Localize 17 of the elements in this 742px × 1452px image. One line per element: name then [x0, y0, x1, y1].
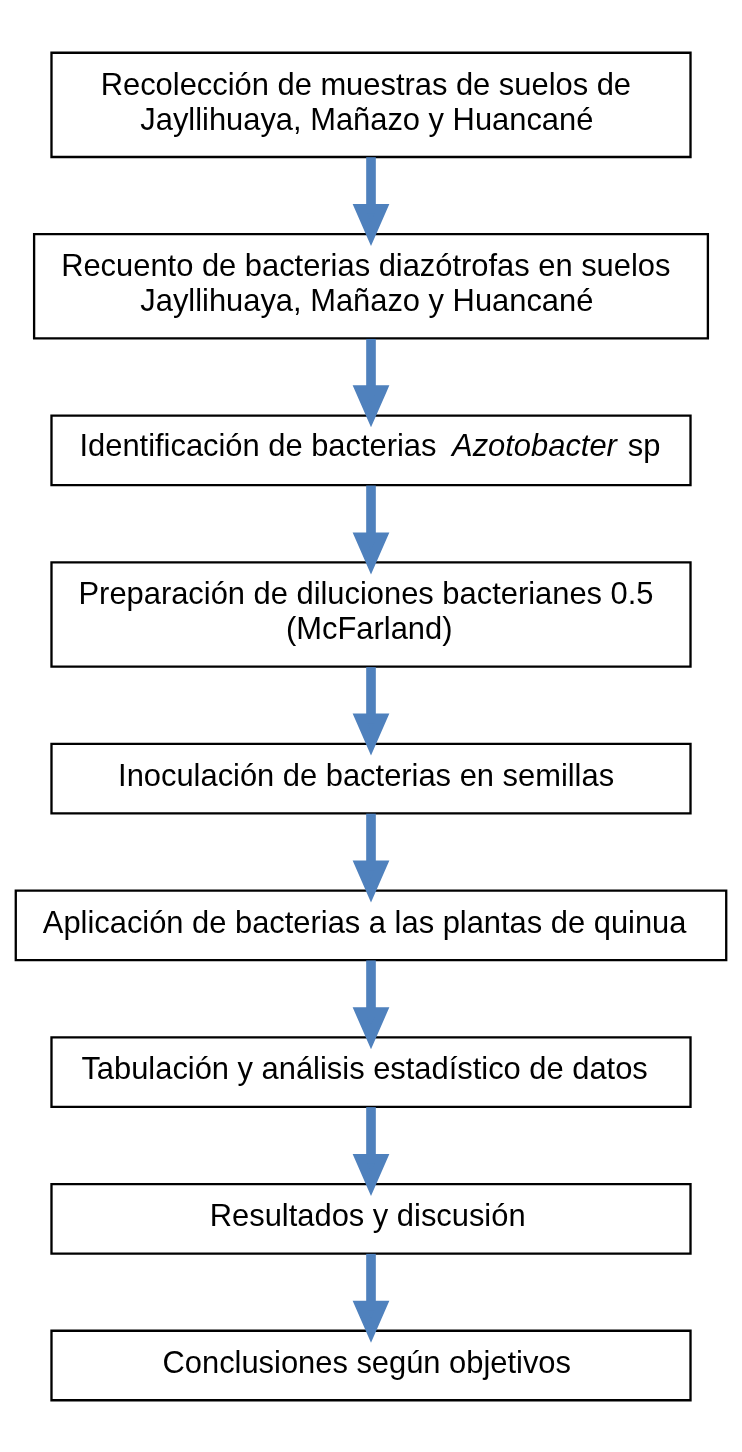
arrow — [352, 485, 390, 574]
arrow — [352, 1253, 390, 1343]
node-box: Aplicación de bacterias a las plantas de quinua — [14, 888, 728, 961]
arrow — [352, 959, 390, 1049]
arrow — [352, 813, 390, 902]
node-box: Recolección de muestras de suelos de Jayllihuaya, Mañazo y Huancané — [50, 51, 692, 158]
node-box: Conclusiones según objetivos — [50, 1329, 692, 1401]
node-box: Preparación de diluciones bacterianes 0.5 (McFarland) — [50, 560, 692, 668]
node-box: Tabulación y análisis estadístico de datos — [50, 1035, 692, 1108]
node-box: Recuento de bacterias diazótrofas en suelos Jayllihuaya, Mañazo y Huancané — [32, 232, 710, 340]
node-box: Resultados y discusión — [50, 1182, 692, 1255]
arrow — [352, 156, 390, 246]
arrow — [352, 1106, 390, 1196]
node-box: Identificación de bacterias Azotobacter sp — [50, 414, 692, 486]
node-box: Inoculación de bacterias en semillas — [50, 742, 692, 815]
arrow — [352, 666, 390, 755]
arrow — [352, 338, 390, 427]
